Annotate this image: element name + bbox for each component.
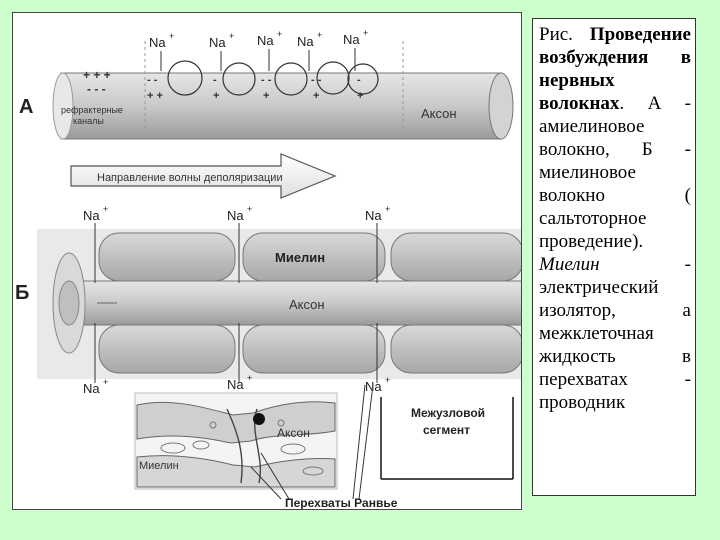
na-ion-a4: Na +	[297, 30, 322, 49]
svg-text:+: +	[169, 31, 174, 41]
svg-text:Na: Na	[365, 379, 382, 394]
axon-b-start-inner	[58, 280, 80, 326]
svg-text:+: +	[213, 90, 219, 102]
na-ion-b-bottom1: Na +	[83, 377, 108, 396]
svg-text:Na: Na	[83, 208, 100, 223]
myelin-sheath-bottom2	[242, 324, 386, 374]
na-ion-b-top2: Na +	[227, 204, 252, 223]
svg-text:+: +	[277, 29, 282, 39]
refractory-label-line2: каналы	[73, 116, 104, 126]
svg-text:+: +	[313, 90, 319, 102]
figure-panel: А рефрактерные каналы Аксон + + + - - - …	[12, 12, 522, 510]
sketch-myelin-upper	[136, 401, 336, 444]
ranvier-node-sketch: Аксон Миелин	[134, 392, 338, 490]
sketch-myelin-lower	[136, 455, 336, 488]
myelin-bottom-row	[98, 324, 521, 374]
svg-text:Na: Na	[343, 32, 360, 47]
nerve-conduction-diagram: А рефрактерные каналы Аксон + + + - - - …	[15, 28, 521, 510]
svg-text:Na: Na	[257, 33, 274, 48]
svg-text:Na: Na	[149, 35, 166, 50]
na-ion-b-top3: Na +	[365, 204, 390, 223]
svg-text:+: +	[263, 90, 269, 102]
node-markers	[94, 223, 378, 383]
local-current-loops	[167, 60, 379, 96]
internode-label-line2: сегмент	[423, 423, 470, 437]
sketch-organelles	[160, 419, 324, 476]
section-b-label: Б	[15, 282, 29, 304]
svg-text:+: +	[317, 30, 322, 40]
na-ion-b-top1: Na +	[83, 204, 108, 223]
axon-a-end	[488, 72, 514, 140]
caption-text-part1: . А - амиелиновое волокно, Б - миелиново…	[539, 93, 691, 252]
svg-text:+: +	[247, 204, 252, 214]
caption-prefix: Рис.	[539, 24, 573, 45]
svg-text:Na: Na	[209, 35, 226, 50]
caption-text-part2: - электрический изолятор, а межклеточная…	[539, 254, 691, 413]
axon-a	[52, 72, 514, 140]
axon-a-label: Аксон	[421, 106, 457, 121]
svg-text:- -: - -	[261, 74, 272, 86]
section-a-label: А	[19, 96, 33, 118]
svg-text:+: +	[357, 90, 363, 102]
na-ion-b-bottom3: Na +	[365, 375, 390, 394]
svg-text:Na: Na	[297, 34, 314, 49]
myelin-top-row	[98, 232, 521, 282]
minus-signs-top-left: - - -	[87, 82, 106, 96]
myelin-label: Миелин	[275, 250, 325, 265]
caption-panel: Рис. Проведение возбуждения в нервных во…	[532, 18, 696, 496]
svg-text:+: +	[385, 204, 390, 214]
svg-text:+: +	[103, 377, 108, 387]
myelin-sheath-bottom1	[98, 324, 236, 374]
ranvier-label: Перехваты Ранвье	[285, 496, 398, 510]
svg-text:+: +	[363, 28, 368, 38]
svg-text:+ +: + +	[147, 90, 163, 102]
svg-text:+: +	[247, 373, 252, 383]
refractory-label-line1: рефрактерные	[61, 105, 123, 115]
na-ion-a2: Na +	[209, 31, 234, 50]
internode-segment-bracket: Межузловой сегмент	[380, 397, 514, 480]
na-ion-a1: Na +	[149, 31, 174, 50]
sketch-marker-dot	[253, 413, 265, 425]
detail-axon-label: Аксон	[277, 426, 310, 440]
svg-text:- -: - -	[311, 74, 322, 86]
ranvier-pointer-lines	[250, 384, 374, 500]
svg-text:+: +	[103, 204, 108, 214]
plus-signs-top-left: + + +	[83, 68, 111, 82]
caption-myelin-word: Миелин	[539, 254, 600, 275]
svg-text:Na: Na	[227, 208, 244, 223]
axon-a-body	[60, 72, 502, 140]
caption-title: Проведение возбуждения в нервных волокна…	[539, 24, 691, 114]
detail-myelin-label: Миелин	[139, 460, 179, 472]
na-ion-b-bottom2: Na +	[227, 373, 252, 392]
svg-text:-: -	[213, 74, 217, 86]
myelin-sheath-top3	[390, 232, 521, 282]
depolarization-direction-arrow: Направление волны деполяризации	[70, 153, 337, 199]
na-influx-arrows-a	[160, 48, 356, 71]
axon-a-start	[52, 72, 74, 140]
loop-guides	[144, 41, 404, 138]
svg-text:+: +	[229, 31, 234, 41]
svg-text:+: +	[385, 375, 390, 385]
svg-text:-: -	[357, 74, 361, 86]
axon-b-label: Аксон	[289, 297, 325, 312]
svg-text:Na: Na	[83, 381, 100, 396]
na-ion-a5: Na +	[343, 28, 368, 47]
direction-label: Направление волны деполяризации	[97, 172, 283, 184]
myelin-sheath-top1	[98, 232, 236, 282]
svg-text:Na: Na	[365, 208, 382, 223]
internode-label-line1: Межузловой	[411, 406, 485, 420]
myelin-sheath-bottom3	[390, 324, 521, 374]
na-ion-a3: Na +	[257, 29, 282, 48]
svg-text:- -: - -	[147, 74, 158, 86]
svg-text:Na: Na	[227, 377, 244, 392]
membrane-charges-a: - - + + - + - - + - - + - +	[147, 74, 363, 102]
